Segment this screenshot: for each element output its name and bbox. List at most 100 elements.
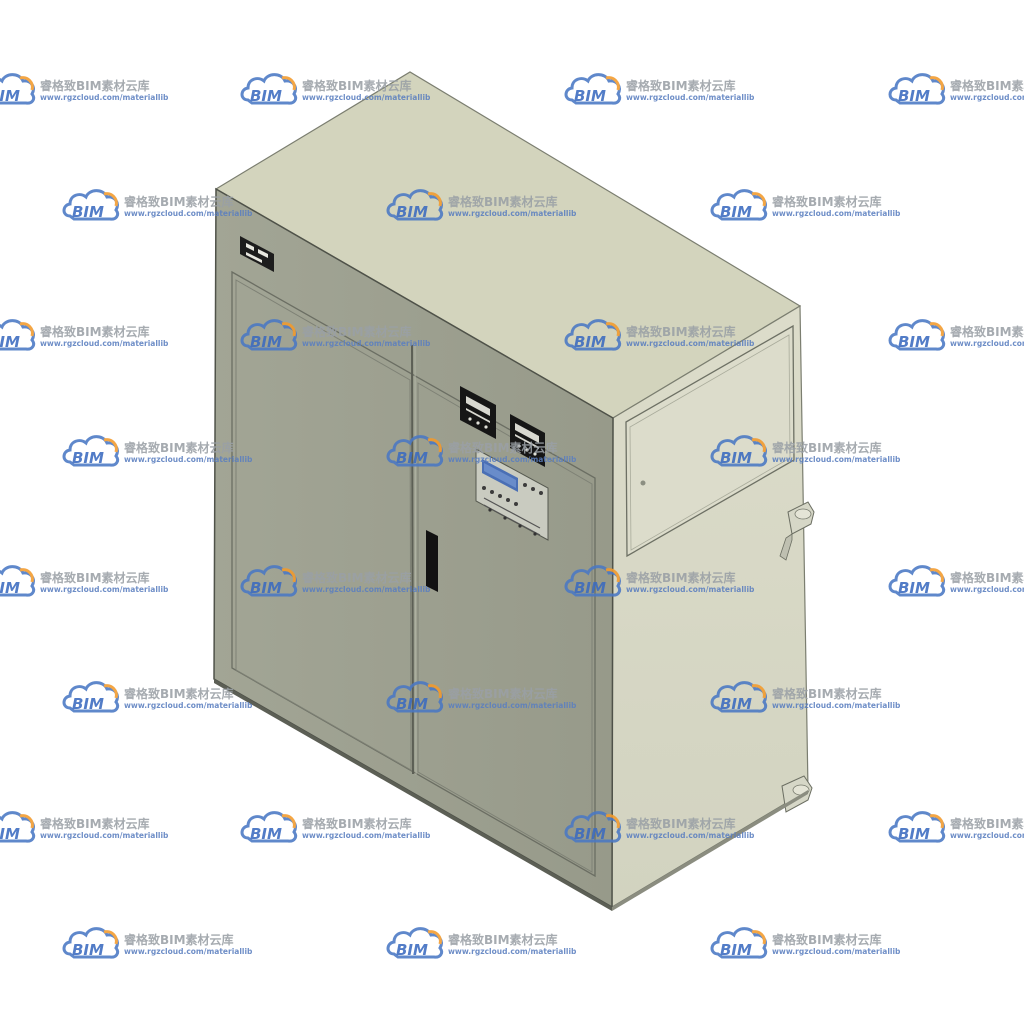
- watermark-url: www.rgzcloud.com/materiallib: [40, 339, 169, 348]
- watermark-url: www.rgzcloud.com/materiallib: [302, 93, 431, 102]
- watermark-title: 睿格致BIM素材云库: [124, 441, 234, 455]
- meter-display-2: [510, 414, 545, 467]
- watermark-url: www.rgzcloud.com/materiallib: [626, 339, 755, 348]
- bim-cloud-logo-icon: BIM: [240, 319, 298, 351]
- bim-watermark: BIM 睿格致BIM素材云库 www.rgzcloud.com/material…: [886, 70, 1024, 110]
- watermark-title: 睿格致BIM素材云库: [302, 817, 412, 831]
- bim-cloud-logo-icon: BIM: [240, 565, 298, 597]
- bim-logo-text: BIM: [396, 449, 428, 467]
- watermark-title: 睿格致BIM素材云库: [124, 195, 234, 209]
- watermark-url: www.rgzcloud.com/materiallib: [950, 831, 1024, 840]
- bim-cloud-logo-icon: BIM: [386, 189, 444, 221]
- upper-pipe-fitting: [779, 501, 815, 561]
- watermark-title: 睿格致BIM素材云库: [950, 79, 1024, 93]
- watermark-url: www.rgzcloud.com/materiallib: [950, 585, 1024, 594]
- bim-cloud-logo-icon: BIM: [386, 927, 444, 959]
- side-access-panel: [625, 324, 795, 558]
- bim-watermark: BIM 睿格致BIM素材云库 www.rgzcloud.com/material…: [562, 562, 762, 602]
- bim-watermark: BIM 睿格致BIM素材云库 www.rgzcloud.com/material…: [238, 562, 438, 602]
- watermark-title: 睿格致BIM素材云库: [124, 687, 234, 701]
- watermark-url: www.rgzcloud.com/materiallib: [302, 339, 431, 348]
- bim-logo-text: BIM: [720, 695, 752, 713]
- bim-logo-text: BIM: [574, 825, 606, 843]
- bim-watermark: BIM 睿格致BIM素材云库 www.rgzcloud.com/material…: [0, 316, 176, 356]
- bim-cloud-logo-icon: BIM: [0, 811, 36, 843]
- bim-watermark: BIM 睿格致BIM素材云库 www.rgzcloud.com/material…: [384, 432, 584, 472]
- watermark-title: 睿格致BIM素材云库: [626, 79, 736, 93]
- watermark-title: 睿格致BIM素材云库: [40, 325, 150, 339]
- bim-cloud-logo-icon: BIM: [564, 565, 622, 597]
- bim-cloud-logo-icon: BIM: [710, 681, 768, 713]
- watermark-url: www.rgzcloud.com/materiallib: [626, 93, 755, 102]
- bim-cloud-logo-icon: BIM: [564, 319, 622, 351]
- watermark-url: www.rgzcloud.com/materiallib: [302, 831, 431, 840]
- bim-watermark: BIM 睿格致BIM素材云库 www.rgzcloud.com/material…: [60, 186, 260, 226]
- bim-cloud-logo-icon: BIM: [888, 73, 946, 105]
- watermark-title: 睿格致BIM素材云库: [772, 441, 882, 455]
- bim-watermark: BIM 睿格致BIM素材云库 www.rgzcloud.com/material…: [238, 808, 438, 848]
- bim-cloud-logo-icon: BIM: [564, 811, 622, 843]
- watermark-title: 睿格致BIM素材云库: [40, 79, 150, 93]
- meter-display-1: [460, 386, 496, 439]
- bim-cloud-logo-icon: BIM: [62, 681, 120, 713]
- watermark-url: www.rgzcloud.com/materiallib: [626, 585, 755, 594]
- watermark-url: www.rgzcloud.com/materiallib: [448, 209, 577, 218]
- watermark-title: 睿格致BIM素材云库: [448, 687, 558, 701]
- bim-watermark: BIM 睿格致BIM素材云库 www.rgzcloud.com/material…: [60, 678, 260, 718]
- watermark-title: 睿格致BIM素材云库: [40, 817, 150, 831]
- bim-logo-text: BIM: [898, 87, 930, 105]
- bim-watermark: BIM 睿格致BIM素材云库 www.rgzcloud.com/material…: [886, 562, 1024, 602]
- bim-logo-text: BIM: [72, 449, 104, 467]
- bim-watermark: BIM 睿格致BIM素材云库 www.rgzcloud.com/material…: [238, 70, 438, 110]
- bim-cloud-logo-icon: BIM: [62, 927, 120, 959]
- bim-logo-text: BIM: [898, 333, 930, 351]
- bim-cloud-logo-icon: BIM: [888, 565, 946, 597]
- watermark-url: www.rgzcloud.com/materiallib: [448, 701, 577, 710]
- bim-watermark: BIM 睿格致BIM素材云库 www.rgzcloud.com/material…: [562, 70, 762, 110]
- bim-cloud-logo-icon: BIM: [386, 435, 444, 467]
- watermark-title: 睿格致BIM素材云库: [124, 933, 234, 947]
- watermark-title: 睿格致BIM素材云库: [626, 571, 736, 585]
- bim-cloud-logo-icon: BIM: [888, 811, 946, 843]
- watermark-url: www.rgzcloud.com/materiallib: [772, 209, 901, 218]
- bim-logo-text: BIM: [720, 941, 752, 959]
- bim-cloud-logo-icon: BIM: [240, 811, 298, 843]
- bim-watermark: BIM 睿格致BIM素材云库 www.rgzcloud.com/material…: [0, 808, 176, 848]
- watermark-url: www.rgzcloud.com/materiallib: [124, 209, 253, 218]
- bim-watermark: BIM 睿格致BIM素材云库 www.rgzcloud.com/material…: [384, 924, 584, 964]
- bim-watermark: BIM 睿格致BIM素材云库 www.rgzcloud.com/material…: [238, 316, 438, 356]
- watermark-title: 睿格致BIM素材云库: [772, 933, 882, 947]
- bim-cloud-logo-icon: BIM: [0, 319, 36, 351]
- bim-cloud-logo-icon: BIM: [888, 319, 946, 351]
- bim-watermark: BIM 睿格致BIM素材云库 www.rgzcloud.com/material…: [886, 808, 1024, 848]
- watermark-url: www.rgzcloud.com/materiallib: [950, 93, 1024, 102]
- bim-logo-text: BIM: [72, 203, 104, 221]
- side-panel-knob: [640, 480, 646, 486]
- watermark-title: 睿格致BIM素材云库: [448, 195, 558, 209]
- bim-logo-text: BIM: [0, 579, 20, 597]
- bim-watermark: BIM 睿格致BIM素材云库 www.rgzcloud.com/material…: [60, 924, 260, 964]
- bim-cloud-logo-icon: BIM: [710, 435, 768, 467]
- watermark-title: 睿格致BIM素材云库: [772, 687, 882, 701]
- bim-watermark: BIM 睿格致BIM素材云库 www.rgzcloud.com/material…: [562, 316, 762, 356]
- door-handle: [426, 530, 438, 592]
- watermark-title: 睿格致BIM素材云库: [626, 817, 736, 831]
- watermark-title: 睿格致BIM素材云库: [772, 195, 882, 209]
- bim-logo-text: BIM: [0, 825, 20, 843]
- watermark-url: www.rgzcloud.com/materiallib: [772, 455, 901, 464]
- watermark-url: www.rgzcloud.com/materiallib: [448, 455, 577, 464]
- watermark-url: www.rgzcloud.com/materiallib: [124, 701, 253, 710]
- bim-cloud-logo-icon: BIM: [240, 73, 298, 105]
- bim-watermark: BIM 睿格致BIM素材云库 www.rgzcloud.com/material…: [886, 316, 1024, 356]
- bim-watermark: BIM 睿格致BIM素材云库 www.rgzcloud.com/material…: [0, 562, 176, 602]
- watermark-url: www.rgzcloud.com/materiallib: [302, 585, 431, 594]
- bim-watermark: BIM 睿格致BIM素材云库 www.rgzcloud.com/material…: [562, 808, 762, 848]
- bim-cloud-logo-icon: BIM: [62, 435, 120, 467]
- bim-cloud-logo-icon: BIM: [564, 73, 622, 105]
- watermark-title: 睿格致BIM素材云库: [302, 571, 412, 585]
- watermark-title: 睿格致BIM素材云库: [950, 325, 1024, 339]
- watermark-title: 睿格致BIM素材云库: [626, 325, 736, 339]
- bim-logo-text: BIM: [396, 203, 428, 221]
- bim-logo-text: BIM: [0, 333, 20, 351]
